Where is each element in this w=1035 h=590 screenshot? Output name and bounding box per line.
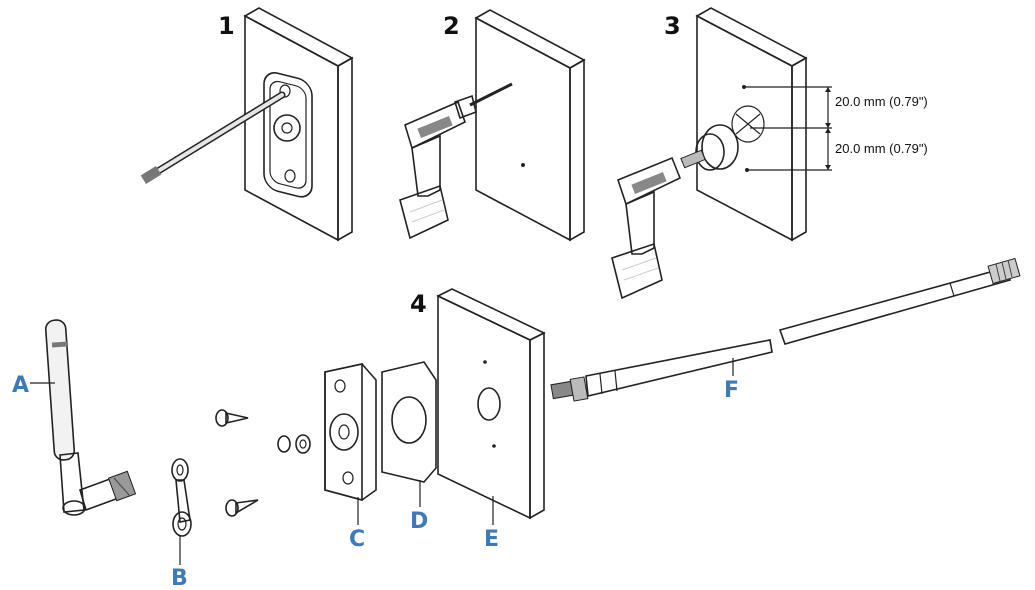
part-label-b: B: [171, 566, 188, 590]
hole-saw-drill: [611, 124, 739, 300]
step-3-label: 3: [664, 12, 681, 40]
nut-and-washer: [277, 434, 311, 454]
dimension-lines: [744, 86, 832, 171]
step-2-label: 2: [443, 12, 460, 40]
step-3-illustration: 3 20.0 mm (0.79") 20.0 mm (0.79"): [611, 7, 928, 300]
drill: [399, 82, 513, 240]
mounting-surface: [436, 288, 546, 520]
mounting-template: [263, 72, 313, 198]
part-label-f: F: [724, 378, 739, 403]
dimension-upper: 20.0 mm (0.79"): [835, 94, 928, 109]
marking-tool: [140, 91, 286, 185]
step-2-illustration: 2: [399, 9, 586, 242]
step-1-label: 1: [218, 12, 235, 40]
screw-lower: [225, 499, 259, 517]
antenna: [44, 319, 137, 516]
extension-cable: [550, 257, 1021, 402]
step-4-label: 4: [410, 290, 427, 318]
step-4-illustration: 4: [12, 257, 1021, 590]
part-label-a: A: [12, 373, 29, 398]
part-label-c: C: [349, 527, 365, 552]
screw-upper: [215, 409, 249, 427]
mounting-bracket: [324, 363, 377, 502]
part-label-d: D: [410, 509, 428, 534]
part-label-e: E: [484, 527, 499, 552]
step-1-illustration: 1: [140, 7, 354, 242]
gasket: [381, 361, 437, 483]
lock-washer: [171, 458, 192, 537]
dimension-lower: 20.0 mm (0.79"): [835, 141, 928, 156]
